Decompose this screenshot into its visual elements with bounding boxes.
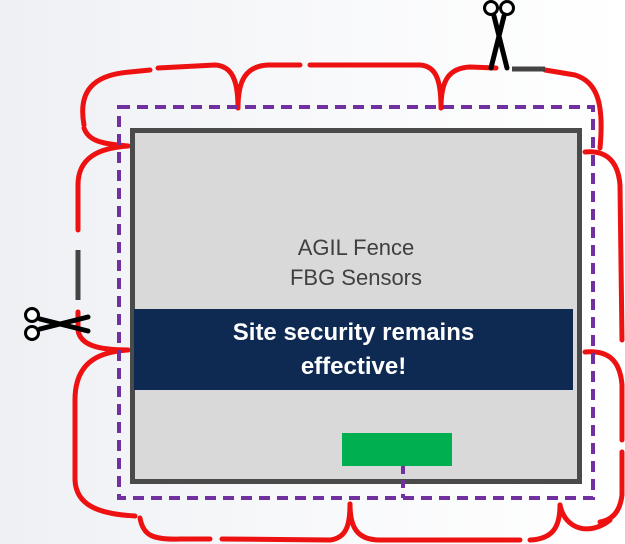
fence-segment — [80, 67, 153, 128]
panel-title: AGIL Fence FBG Sensors — [135, 233, 577, 293]
fence-segment — [347, 501, 523, 543]
banner-line-1: Site security remains — [232, 319, 475, 346]
fence-segment — [75, 143, 131, 233]
banner-line-2: effective! — [300, 353, 407, 380]
scissors-icon — [24, 307, 91, 341]
fence-panel: AGIL Fence FBG Sensors — [130, 128, 582, 484]
fence-segment — [597, 449, 625, 525]
security-banner: Site security remains effective! — [134, 309, 573, 390]
fence-segment — [72, 347, 138, 519]
scissors-icon — [483, 0, 515, 71]
fence-segment — [438, 64, 499, 111]
panel-title-line-1: AGIL Fence — [297, 235, 415, 260]
fence-segment — [235, 62, 303, 111]
fence-segment — [582, 349, 625, 443]
fence-segment — [542, 67, 604, 151]
panel-title-line-2: FBG Sensors — [289, 265, 423, 290]
status-indicator — [342, 433, 452, 466]
sensor-boundary — [117, 105, 595, 500]
fence-segment — [137, 515, 213, 542]
fence-segment — [582, 149, 625, 343]
fence-segment — [557, 502, 613, 532]
